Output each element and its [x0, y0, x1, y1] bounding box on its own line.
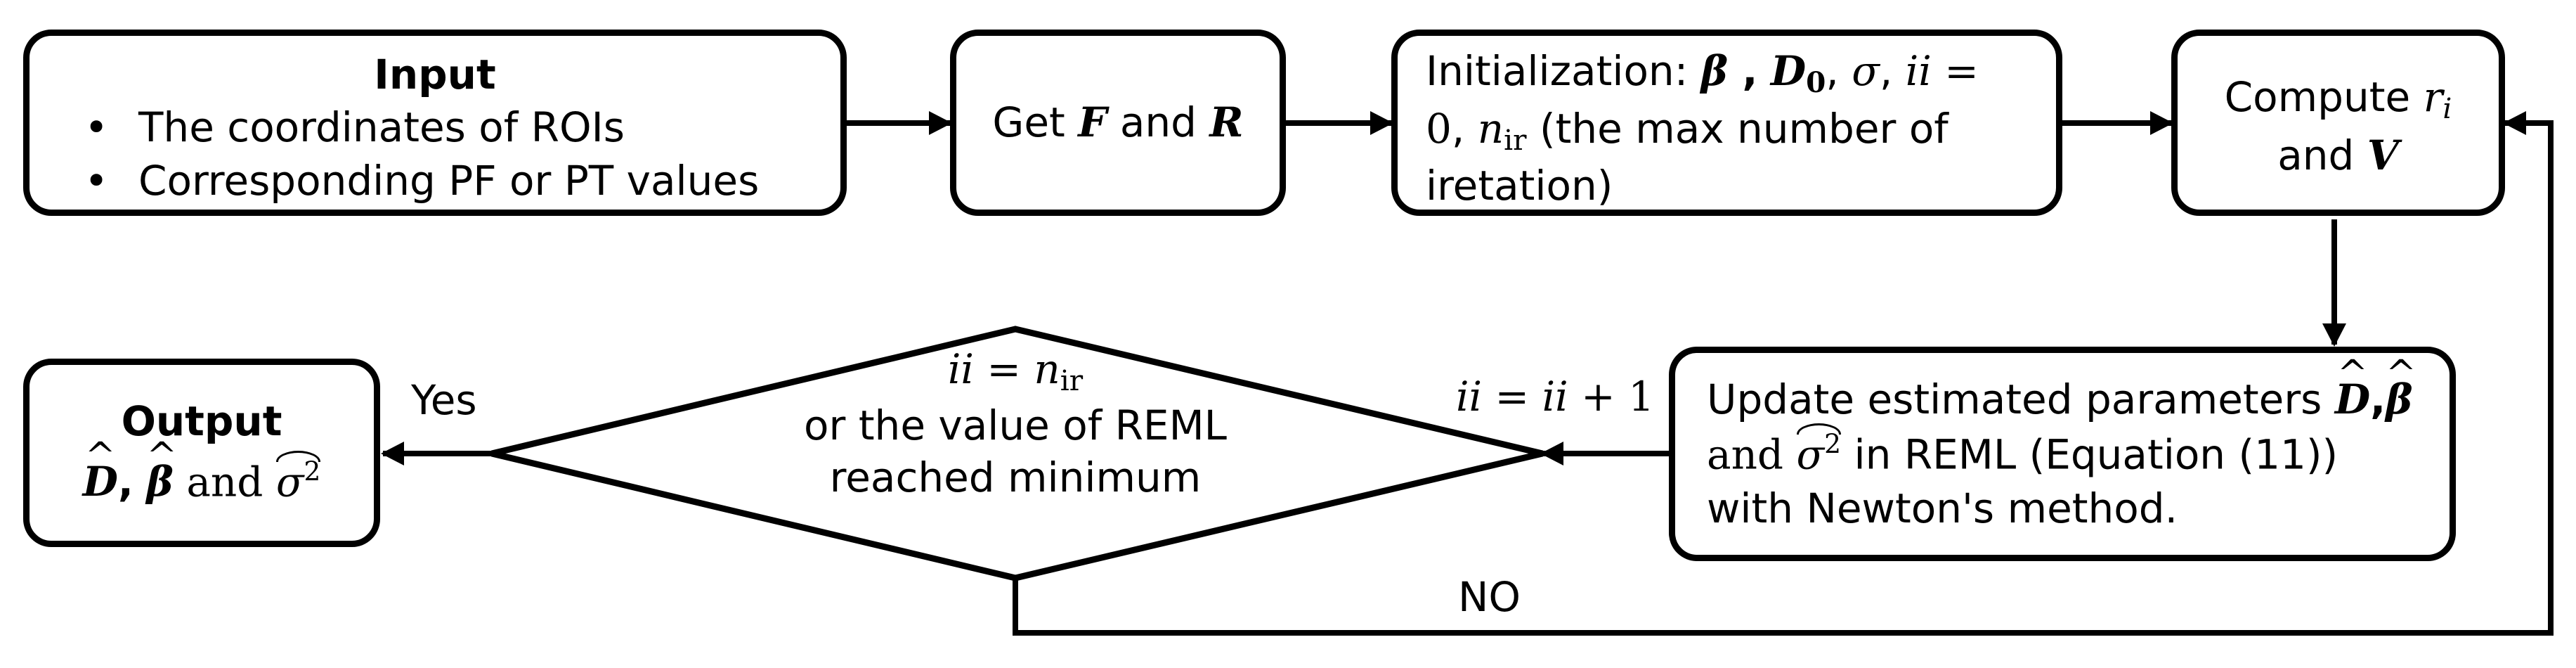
- symbol-sigma: σ: [1852, 47, 1880, 95]
- arrow-decision-loop-no: [1013, 120, 2554, 636]
- output-symbol-beta-hat: β: [146, 432, 174, 509]
- init-comma-2: ,: [1826, 47, 1839, 95]
- decision-symbol-n-ir: nir: [1034, 345, 1084, 398]
- edge-label-yes: Yes: [411, 376, 477, 424]
- arrowhead-init-to-compute: [2150, 111, 2173, 135]
- symbol-d-hat: D: [2335, 350, 2371, 427]
- update-text-1: Update estimated parameters: [1707, 375, 2322, 423]
- symbol-r: R: [1209, 98, 1244, 146]
- input-bullet-list: The coordinates of ROIs Corresponding PF…: [58, 101, 812, 207]
- arrowhead-compute-to-update: [2322, 323, 2346, 347]
- arrowhead-decision-to-output: [381, 442, 404, 465]
- update-and-text: and: [1707, 430, 1784, 479]
- init-line-3: iretation): [1426, 162, 1613, 210]
- symbol-beta-hat: β: [2386, 350, 2413, 427]
- symbol-v: V: [2367, 131, 2399, 179]
- update-line-1: Update estimated parameters D,β: [1707, 350, 2418, 427]
- output-and-text: and: [186, 458, 264, 506]
- input-bullet-coordinates: The coordinates of ROIs: [58, 101, 812, 155]
- arrowhead-update-to-decision: [1540, 442, 1563, 465]
- get-f-r-box: Get F and R: [950, 30, 1286, 216]
- update-comma: ,: [2370, 375, 2386, 423]
- update-box: Update estimated parameters D,β and σ2 i…: [1669, 347, 2456, 561]
- output-symbol-sigma-squared-hat: σ2: [275, 450, 320, 509]
- symbol-ii: ii: [1905, 47, 1932, 95]
- arrowhead-input-to-get: [929, 111, 952, 135]
- decision-symbol-ii: ii: [947, 345, 974, 393]
- symbol-beta: β: [1700, 47, 1729, 95]
- decision-line-2: or the value of REML: [804, 402, 1227, 450]
- decision-line-3: reached minimum: [829, 454, 1202, 502]
- decision-text: ii = nir or the value of REML reached mi…: [734, 343, 1296, 504]
- compute-line-1: Compute ri: [2178, 70, 2499, 128]
- compute-line-2: and V: [2178, 128, 2499, 183]
- decision-equals: =: [987, 345, 1021, 393]
- symbol-sigma-squared-hat: σ2: [1796, 423, 1841, 482]
- get-and-text: and: [1119, 98, 1197, 146]
- output-comma: ,: [117, 458, 134, 506]
- compute-box: Compute ri and V: [2171, 30, 2505, 216]
- symbol-r-i: ri: [2423, 73, 2452, 126]
- init-equals: =: [1944, 47, 1979, 95]
- output-symbols: D, β and σ2: [30, 432, 374, 509]
- init-comma-1: ,: [1728, 47, 1758, 95]
- edge-label-increment: ii = ii + 1: [1456, 373, 1655, 420]
- symbol-f: F: [1078, 98, 1107, 146]
- init-line-1: Initialization: β , D0, σ, ii =: [1426, 44, 2028, 102]
- init-comma-4: ,: [1451, 104, 1465, 153]
- output-box: Output D, β and σ2: [23, 359, 380, 547]
- init-note: (the max number of: [1539, 104, 1949, 153]
- output-title: Output: [121, 397, 282, 445]
- update-line-2: and σ2 in REML (Equation (11)): [1707, 423, 2418, 482]
- input-box: Input The coordinates of ROIs Correspond…: [23, 30, 847, 216]
- init-comma-3: ,: [1879, 47, 1893, 95]
- input-bullet-values: Corresponding PF or PT values: [58, 155, 812, 208]
- init-label: Initialization:: [1426, 47, 1689, 95]
- get-text: Get: [992, 98, 1065, 146]
- init-zero: 0: [1426, 104, 1452, 153]
- update-line-3: with Newton's method.: [1707, 484, 2178, 532]
- arrowhead-get-to-init: [1370, 111, 1393, 135]
- symbol-d0: D0: [1770, 47, 1826, 100]
- decision-diamond: [490, 326, 1544, 582]
- init-line-2: 0, nir (the max number of: [1426, 102, 2028, 160]
- compute-text: Compute: [2224, 73, 2411, 121]
- update-text-2: in REML (Equation (11)): [1854, 430, 2338, 479]
- output-symbol-d-hat: D: [83, 432, 119, 509]
- edge-label-no: NO: [1458, 573, 1521, 621]
- initialization-box: Initialization: β , D0, σ, ii = 0, nir (…: [1391, 30, 2062, 216]
- symbol-n-ir: nir: [1477, 104, 1527, 157]
- decision-condition-math: ii = nir: [734, 343, 1296, 399]
- compute-and-text: and: [2277, 131, 2355, 179]
- input-title: Input: [374, 51, 496, 98]
- arrowhead-loop-to-compute: [2503, 111, 2526, 135]
